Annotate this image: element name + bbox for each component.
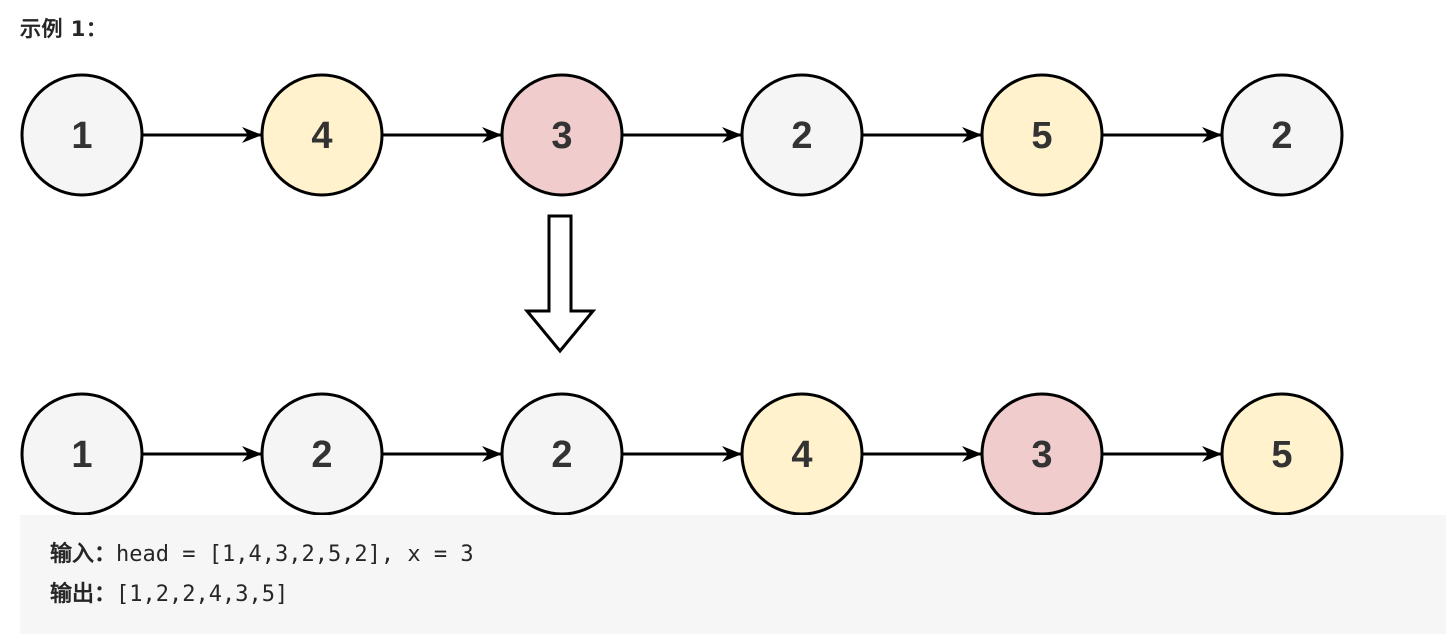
after-node-label: 3 <box>1031 434 1052 476</box>
output-value: [1,2,2,4,3,5] <box>116 582 289 607</box>
before-node <box>20 73 144 197</box>
before-list: 1 4 3 2 5 2 <box>20 73 1344 197</box>
after-node <box>260 392 384 515</box>
before-node-label: 4 <box>311 115 332 157</box>
before-node-label: 3 <box>551 115 572 157</box>
after-node-label: 2 <box>311 434 332 476</box>
after-list: 1 2 2 4 3 5 <box>20 392 1344 515</box>
after-node <box>1220 392 1344 515</box>
after-node-label: 4 <box>791 434 812 476</box>
linked-list-diagram: 1 4 3 2 5 2 1 2 2 4 3 5 <box>20 73 1344 515</box>
after-node <box>500 392 624 515</box>
before-node <box>740 73 864 197</box>
before-node <box>1220 73 1344 197</box>
after-node-label: 1 <box>71 434 92 476</box>
after-node <box>980 392 1104 515</box>
after-node-label: 2 <box>551 434 572 476</box>
input-label: 输入： <box>50 542 117 567</box>
example-title: 示例 1： <box>20 17 108 41</box>
before-node-label: 5 <box>1031 115 1052 157</box>
output-line: 输出：[1,2,2,4,3,5] <box>50 575 1446 615</box>
after-node <box>740 392 864 515</box>
before-node <box>980 73 1104 197</box>
before-node-label: 2 <box>791 115 812 157</box>
output-label: 输出： <box>50 582 117 607</box>
before-node-label: 1 <box>71 115 92 157</box>
transform-arrow-icon <box>523 214 597 354</box>
input-line: 输入：head = [1,4,3,2,5,2], x = 3 <box>50 535 1446 575</box>
after-node <box>20 392 144 515</box>
before-node-label: 2 <box>1271 115 1292 157</box>
io-code-block: 输入：head = [1,4,3,2,5,2], x = 3 输出：[1,2,2… <box>20 515 1446 634</box>
before-node <box>260 73 384 197</box>
after-node-label: 5 <box>1271 434 1292 476</box>
before-node <box>500 73 624 197</box>
input-value: head = [1,4,3,2,5,2], x = 3 <box>116 542 474 567</box>
